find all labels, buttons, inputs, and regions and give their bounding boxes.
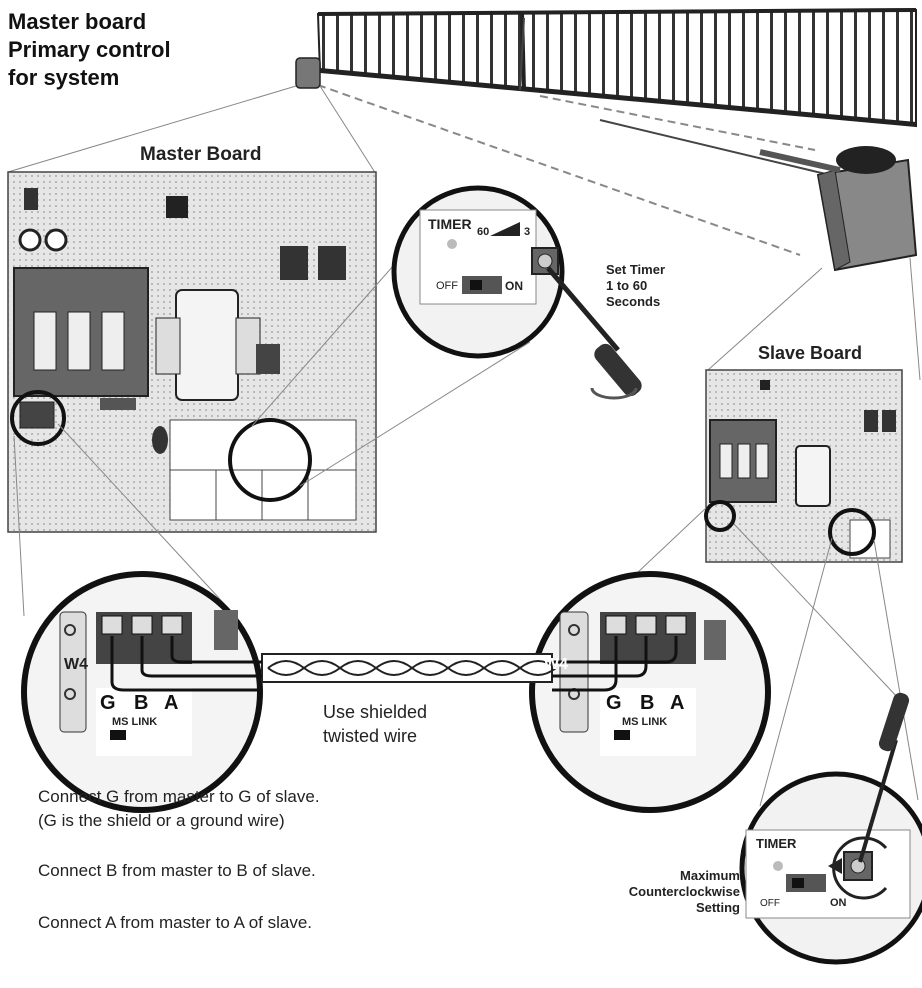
slave-board [705,369,903,563]
instruction-g: Connect G from master to G of slave. [38,787,320,806]
slave-timer-zoom [739,771,922,965]
max-ccw-line-1: Maximum [680,868,740,883]
set-timer-line-1: Set Timer [606,262,666,277]
slave-switch-off-label: OFF [760,898,780,909]
slave-ms-link-label: MS LINK [622,716,668,728]
slave-timer-label: TIMER [756,836,797,851]
slave-terminal-g: G [606,692,622,714]
slave-switch-on-label: ON [830,897,847,909]
master-jumper-label: W4 [64,656,88,673]
page-title: Master board Primary control for system [8,8,171,92]
slave-terminal-zoom [529,571,771,813]
timer-scale-max: 60 [477,226,490,238]
master-timer-zoom [391,185,565,359]
max-ccw-line-3: Setting [695,900,740,915]
slave-terminal-a: A [670,692,685,714]
cable-note: Use shielded twisted wire [323,700,427,748]
master-ms-link-label: MS LINK [112,716,158,728]
slave-terminal-b: B [640,692,655,714]
instruction-g-note: (G is the shield or a ground wire) [38,811,285,830]
master-terminal-b: B [134,692,149,714]
set-timer-line-2: 1 to 60 [606,278,648,293]
switch-on-label: ON [505,279,523,293]
title-line-1: Master board [8,9,147,34]
master-terminal-zoom [21,571,263,813]
switch-off-label: OFF [436,280,458,292]
instruction-b: Connect B from master to B of slave. [38,861,316,880]
slave-board-label: Slave Board [758,343,863,363]
slave-jumper-label: W4 [544,656,568,673]
timer-label: TIMER [428,216,472,232]
set-timer-note: Set Timer 1 to 60 Seconds [606,262,665,310]
shielded-twisted-cable [110,636,678,692]
timer-scale-min: 3 [524,226,531,238]
master-terminal-a: A [164,692,179,714]
master-terminal-g: G [100,692,116,714]
slave-screwdriver-icon [858,692,910,863]
cable-note-line-1: Use shielded [323,702,428,722]
title-line-3: for system [8,65,120,90]
max-ccw-line-2: Counterclockwise [628,884,740,899]
master-board-label: Master Board [140,144,262,165]
max-ccw-note: Maximum Counterclockwise Setting [560,868,740,916]
gate-illustration [295,8,918,272]
cable-note-line-2: twisted wire [323,726,418,746]
master-board [7,171,377,533]
title-line-2: Primary control [8,37,171,62]
set-timer-line-3: Seconds [606,294,661,309]
instruction-a: Connect A from master to A of slave. [38,913,313,932]
screwdriver-icon [546,266,642,400]
